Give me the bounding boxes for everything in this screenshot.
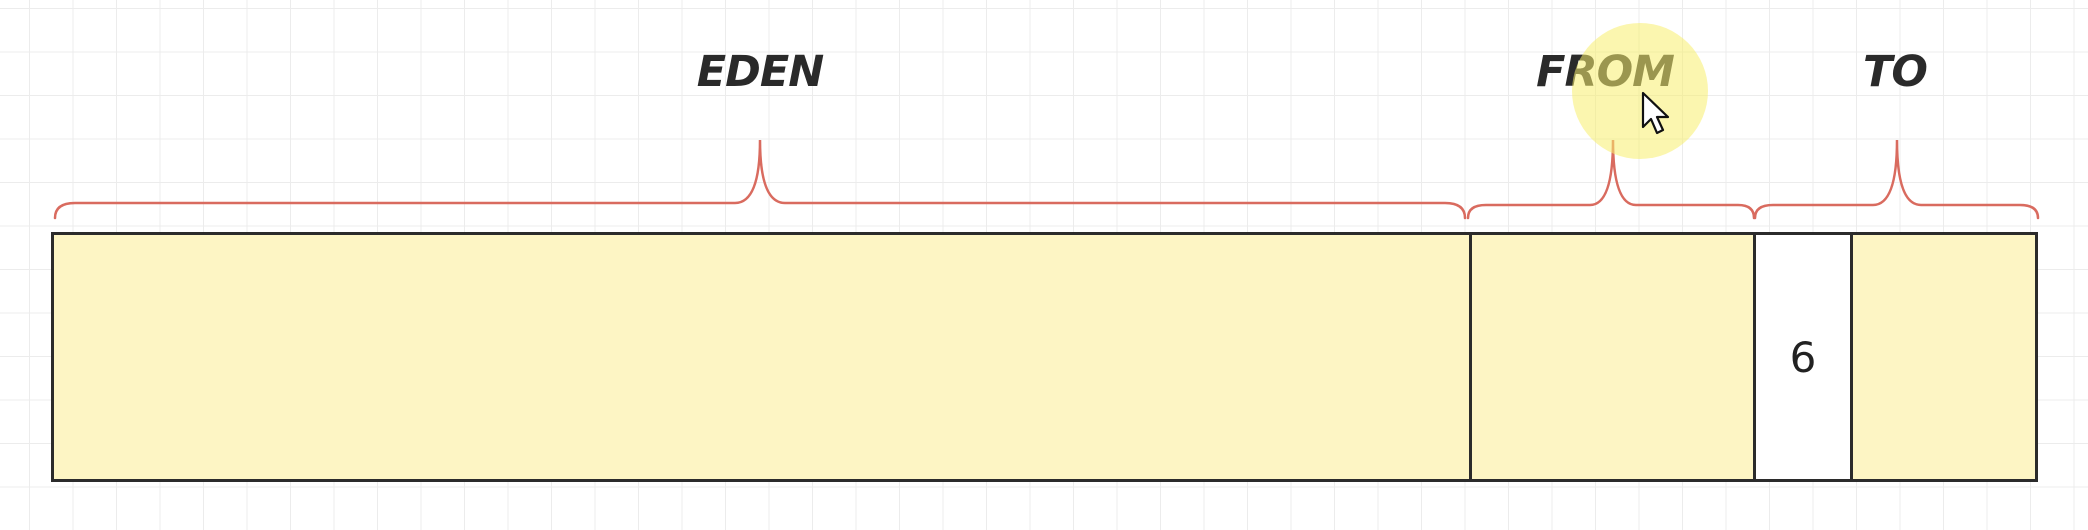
object-cell: 6 [1753,235,1853,479]
cursor-highlight [1572,23,1708,159]
eden-label: EDEN [696,47,824,97]
eden-brace [53,139,1467,220]
to-brace [1753,139,2040,220]
mouse-pointer-icon [1641,91,1670,135]
heap-young-generation-bar: 6 [51,232,2038,482]
object-age-value: 6 [1789,332,1817,382]
to-label: TO [1863,47,1928,97]
eden-from-divider [1469,235,1472,479]
